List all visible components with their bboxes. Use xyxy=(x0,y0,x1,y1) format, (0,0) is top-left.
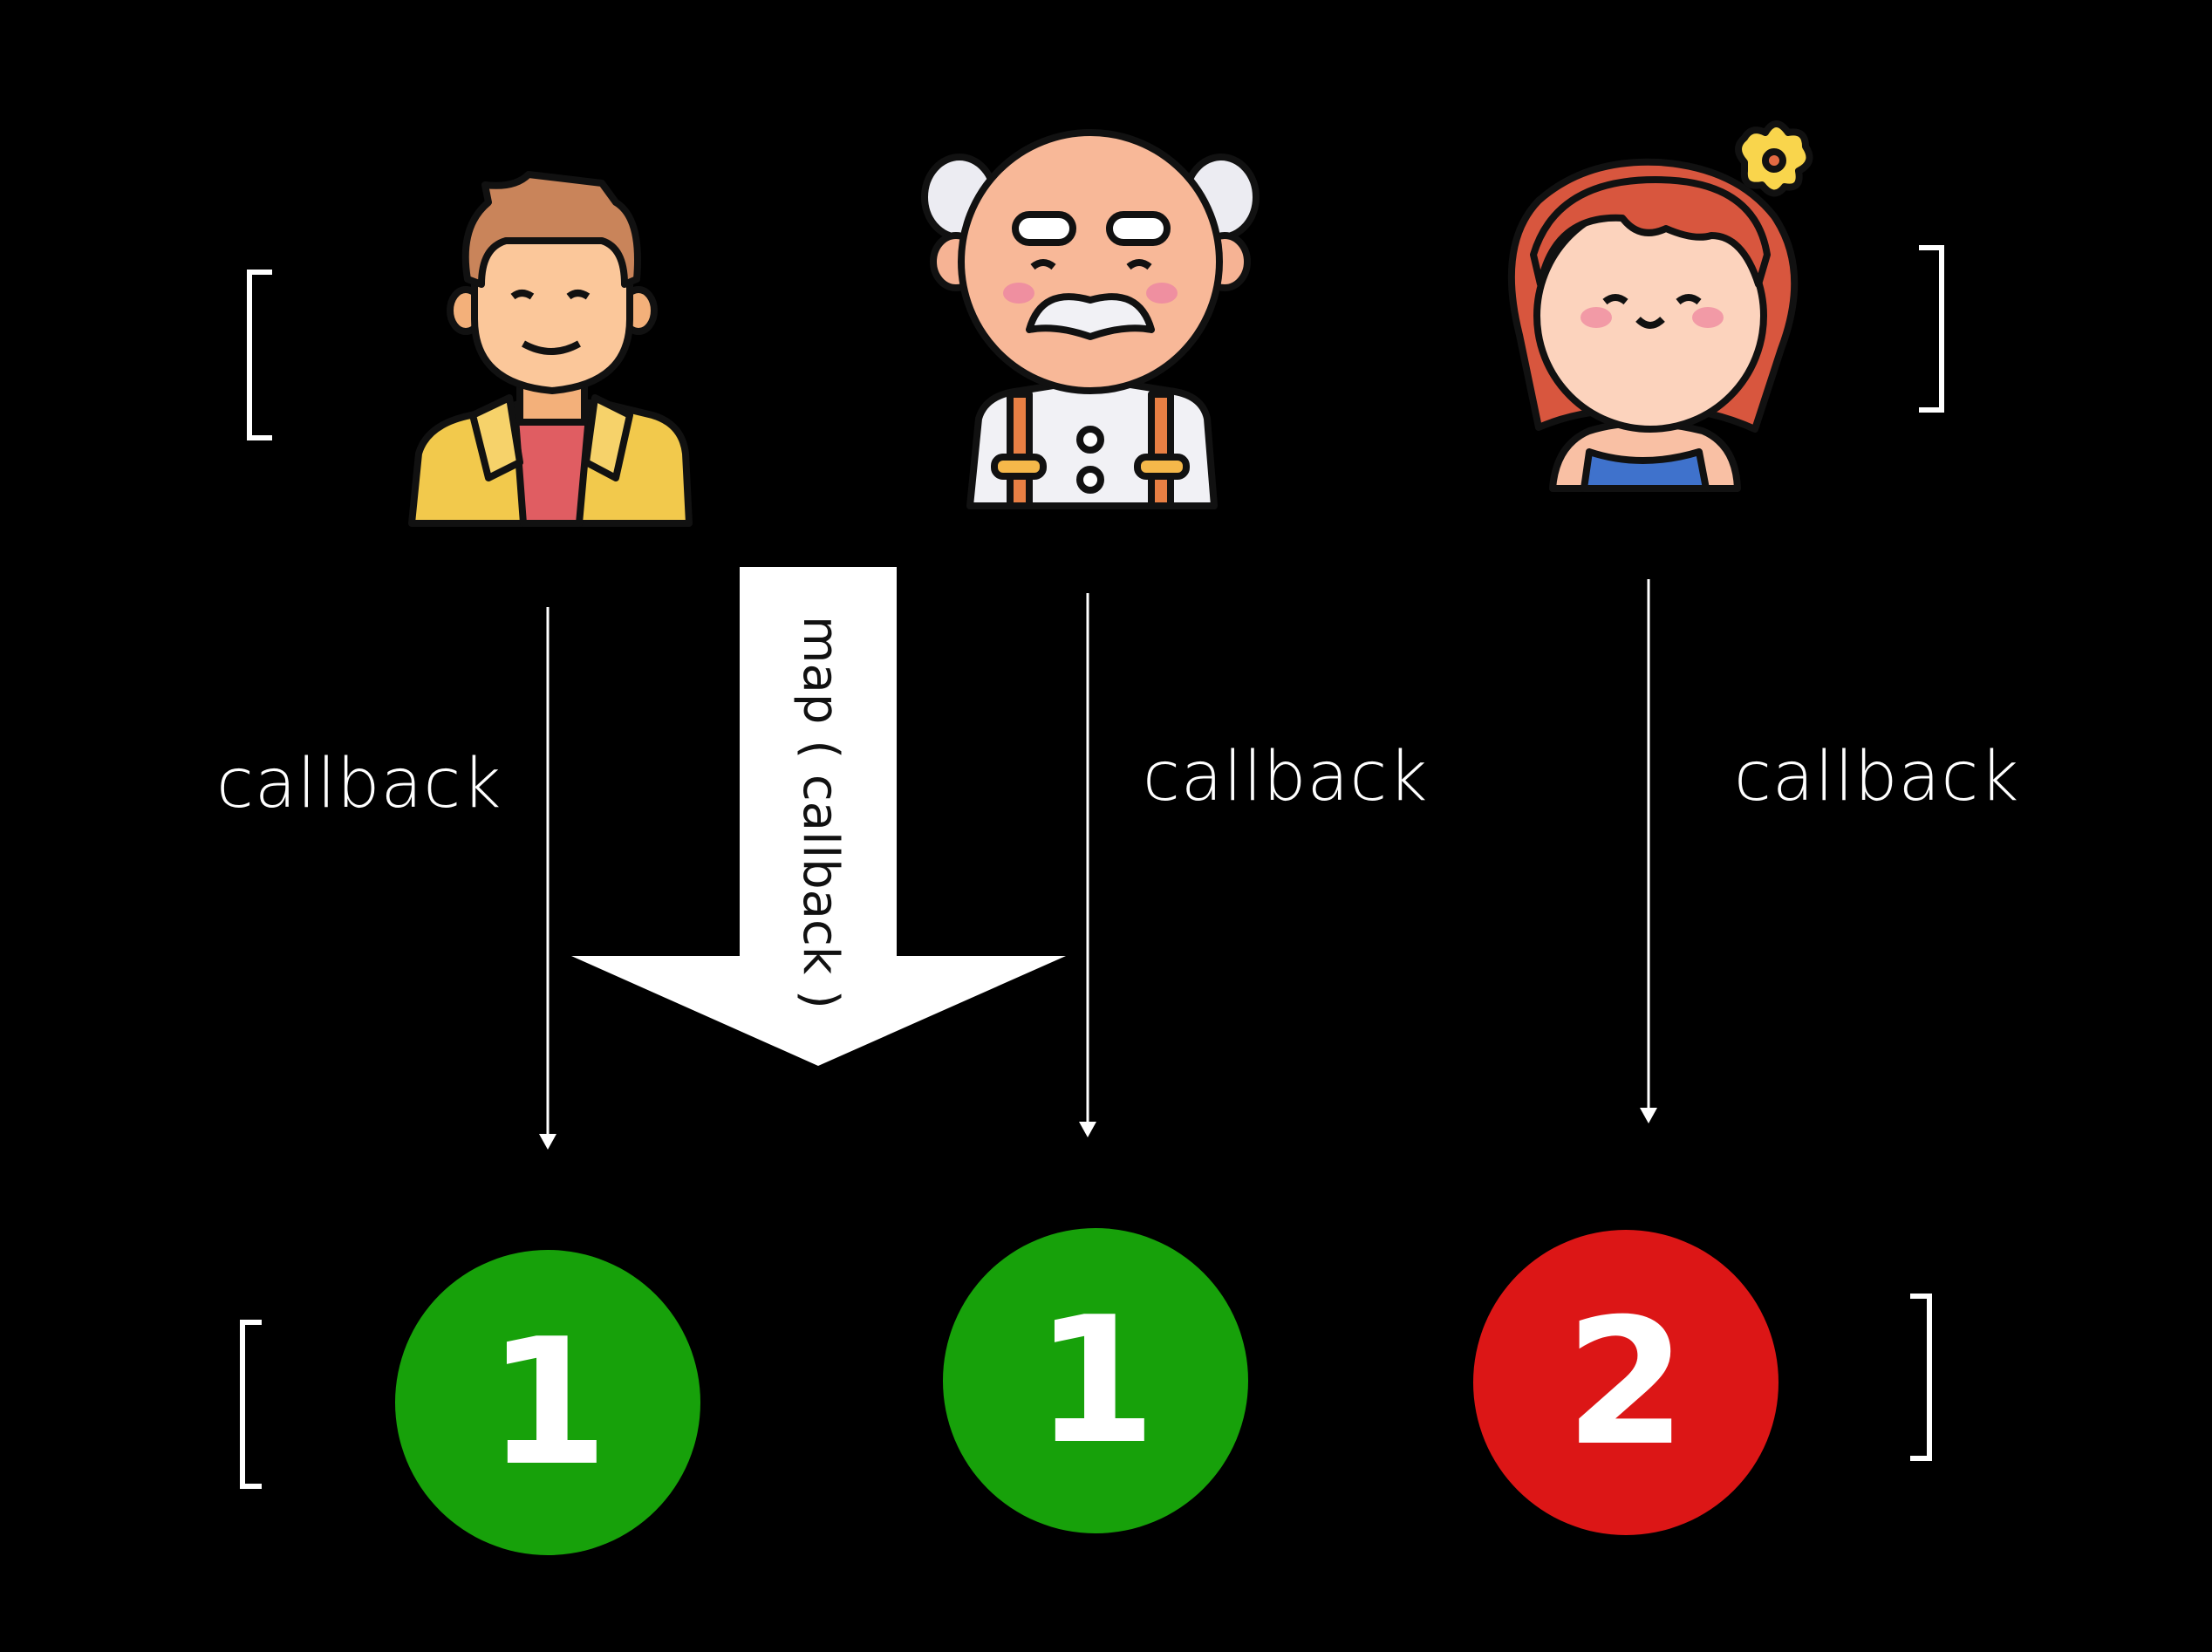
callback-arrow-3 xyxy=(1640,579,1657,1123)
result-value-3: 2 xyxy=(1565,1280,1687,1485)
young-man-icon xyxy=(408,171,693,527)
callback-label-2: callback xyxy=(1143,738,1429,816)
result-circle-3: 2 xyxy=(1473,1230,1778,1535)
input-close-bracket xyxy=(1919,245,1944,413)
result-circle-2: 1 xyxy=(943,1228,1248,1533)
output-open-bracket xyxy=(240,1320,262,1489)
old-man-icon xyxy=(921,129,1260,509)
callback-label-1: callback xyxy=(216,745,502,823)
result-circle-1: 1 xyxy=(395,1250,700,1555)
girl-icon xyxy=(1507,120,1813,492)
output-close-bracket xyxy=(1910,1294,1932,1461)
callback-label-3: callback xyxy=(1734,738,2020,816)
callback-arrow-1 xyxy=(539,607,556,1150)
callback-arrow-2 xyxy=(1079,593,1096,1137)
result-value-2: 1 xyxy=(1034,1279,1157,1483)
input-open-bracket xyxy=(247,270,272,440)
map-label: map ( callback ) xyxy=(792,616,849,1009)
result-value-1: 1 xyxy=(487,1300,609,1505)
map-arrow xyxy=(571,567,1066,1066)
